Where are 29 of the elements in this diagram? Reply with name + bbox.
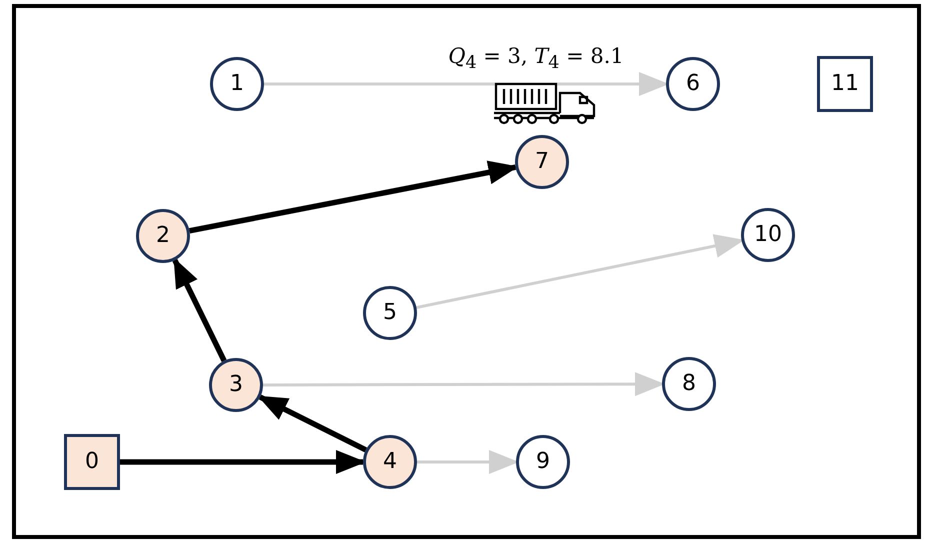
edge-label: Q$_{4}$ = 3, T$_{4}$ = 8.1 <box>448 44 624 74</box>
node-number: 8 <box>682 373 696 395</box>
node-circle <box>363 435 417 489</box>
node-number: 6 <box>686 73 700 95</box>
node-circle <box>209 358 263 412</box>
arrow <box>416 234 744 310</box>
node-circle <box>666 57 720 111</box>
node-circle <box>662 357 716 411</box>
arrow <box>172 258 227 362</box>
node-number: 3 <box>229 374 243 396</box>
node-number: 0 <box>85 451 99 473</box>
node-number: 4 <box>383 451 397 473</box>
node-number: 1 <box>230 73 244 95</box>
node-circle <box>136 209 190 263</box>
node-square <box>64 434 120 490</box>
node-circle <box>741 208 795 262</box>
node-circle <box>516 435 570 489</box>
node-number: 10 <box>754 224 782 246</box>
node-circle <box>515 135 569 189</box>
node-number: 5 <box>383 302 397 324</box>
node-number: 2 <box>156 225 170 247</box>
node-circle <box>363 286 417 340</box>
node-number: 9 <box>536 451 550 473</box>
arrow <box>257 394 368 452</box>
node-number: 7 <box>535 151 549 173</box>
node-number: 11 <box>831 73 859 95</box>
node-square <box>817 56 873 112</box>
arrow <box>188 160 518 234</box>
node-circle <box>210 57 264 111</box>
